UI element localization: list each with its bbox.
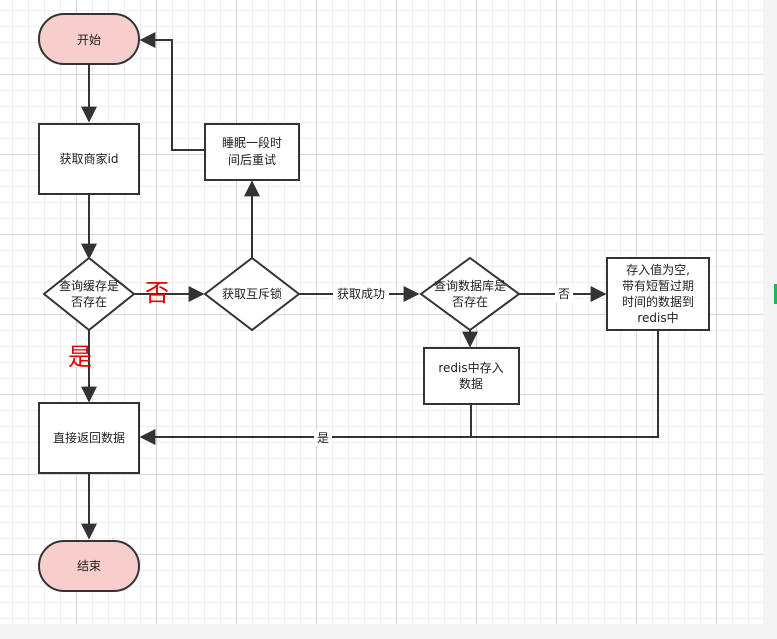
store-empty-label-line1: 存入值为空, [626, 262, 690, 277]
query-cache-decision[interactable] [42, 256, 136, 332]
edge-label-lock-success: 获取成功 [337, 287, 385, 301]
panel-toggle-marker[interactable] [774, 284, 777, 304]
edge-sleep-to-start [139, 32, 205, 151]
store-empty-label-line4: redis中 [637, 310, 678, 325]
start-node[interactable] [38, 13, 140, 65]
edge-label-yes-red: 是 [68, 343, 92, 371]
end-node[interactable] [38, 540, 140, 592]
edge-label-no: 否 [558, 287, 570, 301]
sleep-retry-label-line2: 间后重试 [228, 152, 276, 167]
store-empty-node[interactable] [606, 257, 710, 331]
query-cache-label-line2: 否存在 [71, 295, 107, 309]
edge-storeempty-to-return [471, 330, 659, 438]
get-merchant-id-node[interactable] [38, 123, 140, 195]
query-db-decision[interactable] [419, 256, 521, 332]
get-lock-label: 获取互斥锁 [222, 286, 282, 301]
query-cache-label-line1: 查询缓存是 [59, 279, 119, 293]
sleep-retry-label-line1: 睡眠一段时 [222, 135, 282, 150]
edge-redisstore-to-return [139, 404, 472, 445]
return-data-node[interactable] [38, 402, 140, 474]
query-db-label-line2: 否存在 [452, 295, 488, 309]
redis-store-node[interactable] [423, 347, 520, 405]
right-panel-strip [763, 0, 777, 639]
label-bg-no [555, 286, 573, 302]
end-label: 结束 [77, 559, 101, 573]
return-data-label: 直接返回数据 [53, 430, 125, 445]
edge-label-yes: 是 [317, 431, 329, 445]
label-bg-lock-success [333, 286, 389, 302]
get-merchant-id-label: 获取商家id [60, 151, 119, 166]
redis-store-label-line1: redis中存入 [438, 360, 503, 375]
bottom-scroll-strip [0, 624, 777, 639]
start-label: 开始 [77, 33, 101, 47]
query-db-label-line1: 查询数据库是 [434, 278, 506, 293]
store-empty-label-line3: 时间的数据到 [622, 294, 694, 309]
get-lock-decision[interactable] [203, 256, 301, 332]
sleep-retry-node[interactable] [204, 123, 300, 181]
edge-label-no-red: 否 [145, 279, 169, 307]
label-bg-yes [314, 430, 332, 446]
store-empty-label-line2: 带有短暂过期 [622, 279, 694, 293]
redis-store-label-line2: 数据 [459, 376, 483, 391]
